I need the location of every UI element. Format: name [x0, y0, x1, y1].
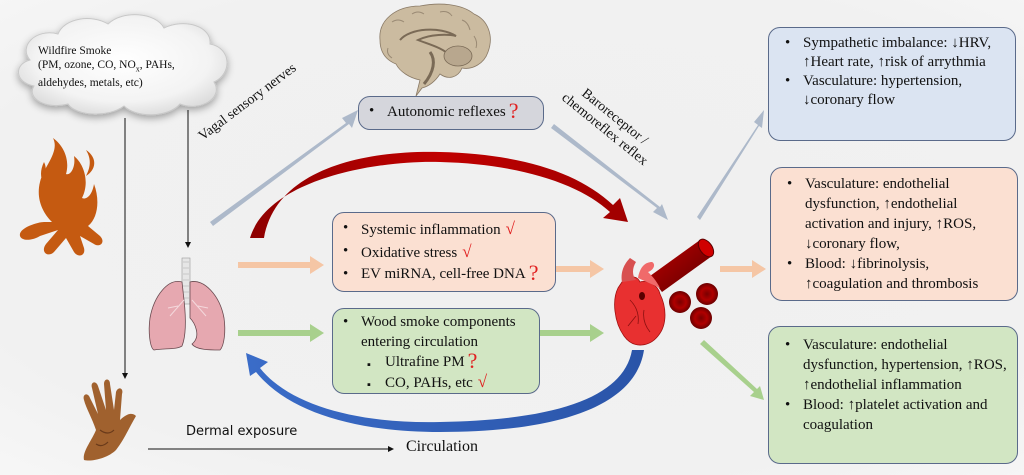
inflammation-outcomes-box: Vasculature: endothelial dysfunction, ↑e…	[770, 167, 1018, 301]
question-mark-icon: ?	[467, 348, 478, 373]
smoke-components-line2: aldehydes, metals, etc)	[38, 77, 143, 90]
wood-smoke-list: Wood smoke components entering circulatio…	[341, 312, 531, 395]
autonomic-list: Autonomic reflexes?	[367, 100, 535, 122]
dermal-exposure-label: Dermal exposure	[186, 424, 298, 439]
systemic-inflammation-text: Systemic inflammation	[361, 222, 501, 238]
list-item: Vasculature: endothelial dysfunction, ↑e…	[785, 174, 1007, 254]
list-item: Systemic inflammation√	[341, 218, 547, 241]
list-item: Sympathetic imbalance: ↓HRV, ↑Heart rate…	[783, 34, 1005, 72]
list-item: Autonomic reflexes?	[367, 100, 535, 122]
inflammation-to-heart-arrow	[520, 260, 604, 278]
nox-subscript: x	[135, 64, 140, 74]
red-systemic-arrow	[250, 151, 628, 238]
list-item: EV miRNA, cell-free DNA?	[341, 262, 547, 286]
lungs-to-inflammation-arrow	[238, 256, 324, 274]
wood-smoke-components-box: Wood smoke components entering circulatio…	[332, 308, 540, 395]
question-mark-icon: ?	[528, 260, 539, 285]
list-item: Oxidative stress√	[341, 241, 547, 264]
autonomic-reflexes-box: Autonomic reflexes?	[358, 96, 544, 130]
list-item: Blood: ↑platelet activation and coagulat…	[783, 395, 1007, 435]
components-text-post: , PAHs,	[139, 59, 175, 71]
list-item: Vasculature: endothelial dysfunction, hy…	[783, 335, 1007, 395]
check-mark-icon: √	[477, 372, 488, 391]
list-item: Vasculature: hypertension, ↓coronary flo…	[783, 72, 1005, 110]
lungs-to-woodsmoke-arrow	[238, 324, 324, 342]
autonomic-outcomes-list: Sympathetic imbalance: ↓HRV, ↑Heart rate…	[783, 34, 1005, 110]
circulation-label: Circulation	[406, 438, 478, 455]
to-autonomic-outcome-arrow	[697, 110, 764, 220]
oxidative-stress-text: Oxidative stress	[361, 245, 458, 261]
check-mark-icon: √	[505, 219, 515, 238]
vagal-arrow	[210, 110, 358, 226]
autonomic-outcomes-box: Sympathetic imbalance: ↓HRV, ↑Heart rate…	[768, 27, 1016, 141]
fire-icon	[19, 138, 103, 256]
co-pahs-text: CO, PAHs, etc	[385, 375, 473, 391]
smoke-to-lungs-line	[185, 110, 191, 248]
baroreceptor-arrow	[551, 124, 668, 220]
question-mark-icon: ?	[508, 98, 519, 123]
blood-vessel-icon	[650, 238, 715, 292]
heart-icon	[614, 258, 666, 346]
inflammation-list: Systemic inflammation√ Oxidative stress√…	[341, 218, 547, 285]
inflammation-outcomes-list: Vasculature: endothelial dysfunction, ↑e…	[785, 174, 1007, 294]
red-blood-cells-icon	[669, 283, 718, 329]
components-text: (PM, ozone, CO, NO	[38, 59, 136, 71]
heart-to-circulation-outcome-arrow	[700, 340, 764, 400]
woodsmoke-to-heart-arrow	[540, 324, 604, 342]
check-mark-icon: √	[462, 242, 472, 261]
ev-mirna-text: EV miRNA, cell-free DNA	[361, 266, 526, 282]
wood-smoke-line1: Wood smoke components	[361, 314, 516, 330]
wildfire-smoke-label: Wildfire Smoke (PM, ozone, CO, NOx, PAHs…	[38, 44, 175, 90]
list-item: Blood: ↓fibrinolysis, ↑coagulation and t…	[785, 254, 1007, 294]
smoke-components-line1: (PM, ozone, CO, NOx, PAHs,	[38, 58, 175, 76]
heart-to-inflammation-outcome-arrow	[720, 260, 766, 278]
list-item: Wood smoke components entering circulatio…	[341, 312, 531, 352]
smoke-cloud-icon	[18, 14, 228, 116]
list-item: CO, PAHs, etc√	[341, 372, 531, 395]
systemic-inflammation-box: Systemic inflammation√ Oxidative stress√…	[332, 212, 556, 292]
ultrafine-pm-text: Ultrafine PM	[385, 354, 465, 370]
brain-icon	[379, 3, 491, 97]
list-item: Ultrafine PM?	[341, 350, 531, 376]
circulation-outcomes-list: Vasculature: endothelial dysfunction, hy…	[783, 335, 1007, 435]
autonomic-reflexes-text: Autonomic reflexes	[387, 104, 506, 120]
smoke-to-hand-line	[122, 118, 128, 379]
circulation-outcomes-box: Vasculature: endothelial dysfunction, hy…	[768, 326, 1018, 464]
lungs-icon	[148, 257, 226, 351]
smoke-title: Wildfire Smoke	[38, 45, 112, 57]
wood-smoke-line2: entering circulation	[361, 334, 479, 350]
hand-icon	[83, 379, 136, 461]
dermal-to-circulation-line	[148, 446, 394, 452]
